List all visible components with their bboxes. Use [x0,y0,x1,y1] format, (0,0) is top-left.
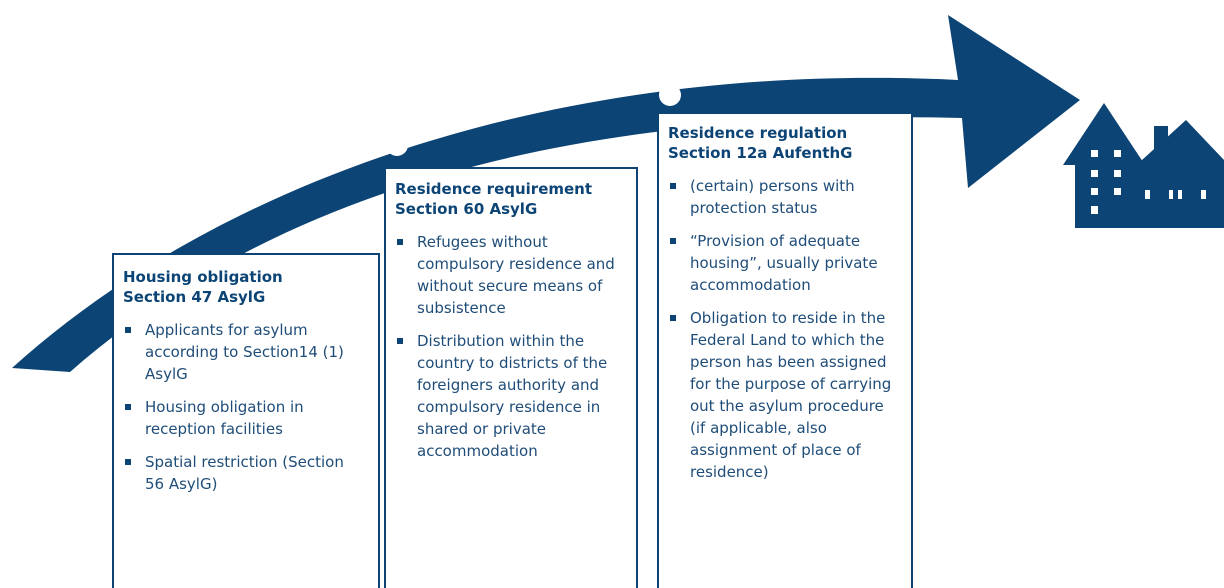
stage-title-line1: Housing obligation [123,268,283,286]
stage-marker-3 [659,84,681,106]
stage-box-residence-requirement: Residence requirement Section 60 AsylG R… [384,167,638,588]
stage-title: Residence requirement Section 60 AsylG [395,179,626,219]
bullet-item: Applicants for asylum according to Secti… [123,319,366,385]
bullet-item: Spatial restriction (Section 56 AsylG) [123,451,366,495]
bullet-item: Housing obligation in reception faciliti… [123,396,366,440]
progress-arrow [12,15,1080,372]
bullet-item: Obligation to reside in the Federal Land… [668,307,901,483]
stage-marker-1 [137,234,159,256]
stage-box-housing-obligation: Housing obligation Section 47 AsylG Appl… [112,253,380,588]
bullet-list: Refugees without compulsory residence an… [395,231,626,462]
stage-box-residence-regulation: Residence regulation Section 12a Aufenth… [657,112,913,588]
stage-title-line1: Residence requirement [395,180,593,198]
bullet-list: Applicants for asylum according to Secti… [123,319,366,495]
house-windows [1091,150,1206,214]
stage-title-line2: Section 47 AsylG [123,288,266,306]
bullet-item: Refugees without compulsory residence an… [395,231,626,319]
stage-title-line1: Residence regulation [668,124,848,142]
bullet-item: “Provision of adequate housing”, usually… [668,230,901,296]
stage-title: Housing obligation Section 47 AsylG [123,267,366,307]
stage-title-line2: Section 60 AsylG [395,200,538,218]
stage-marker-2 [386,134,408,156]
stage-title-line2: Section 12a AufenthG [668,144,853,162]
bullet-item: Distribution within the country to distr… [395,330,626,462]
bullet-list: (certain) persons with protection status… [668,175,901,483]
bullet-item: (certain) persons with protection status [668,175,901,219]
house-icon [1063,103,1224,228]
stage-title: Residence regulation Section 12a Aufenth… [668,123,901,163]
